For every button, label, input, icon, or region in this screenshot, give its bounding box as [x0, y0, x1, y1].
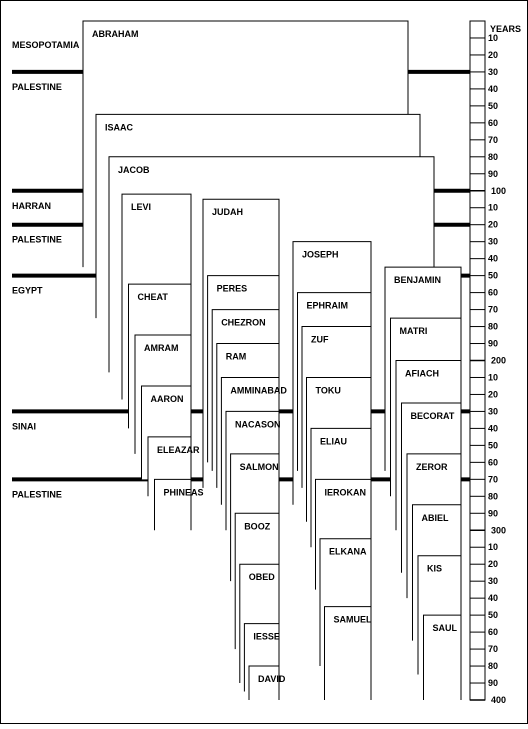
axis-tick-label: 70 — [488, 644, 498, 654]
axis-tick-label: 70 — [488, 305, 498, 315]
axis-tick-label: 70 — [488, 135, 498, 145]
person-name-salmon: SALMON — [240, 462, 279, 472]
person-name-kis: KIS — [427, 564, 442, 574]
axis-tick-label: 60 — [488, 118, 498, 128]
person-name-zuf: ZUF — [311, 335, 329, 345]
person-name-abiel: ABIEL — [422, 513, 450, 523]
person-name-judah: JUDAH — [212, 207, 243, 217]
lifespan-bar-saul — [423, 614, 462, 700]
person-name-cheat: CHEAT — [138, 292, 169, 302]
axis-tick-label: 40 — [488, 423, 498, 433]
axis-tick-label: 80 — [488, 491, 498, 501]
person-name-obed: OBED — [249, 572, 276, 582]
axis-tick-label: 60 — [488, 288, 498, 298]
person-name-booz: BOOZ — [244, 521, 271, 531]
axis-tick-label: 200 — [491, 356, 506, 366]
person-name-levi: LEVI — [131, 202, 151, 212]
place-label: MESOPOTAMIA — [12, 40, 80, 50]
person-name-iesse: IESSE — [253, 632, 280, 642]
axis-tick-label: 90 — [488, 339, 498, 349]
person-name-nacason: NACASON — [235, 419, 281, 429]
axis-tick-label: 10 — [488, 372, 498, 382]
person-name-jacob: JACOB — [118, 165, 150, 175]
axis-tick-label: 40 — [488, 84, 498, 94]
lifespan-bar-samuel — [324, 606, 372, 700]
axis-tick-label: 100 — [491, 186, 506, 196]
place-label: EGYPT — [12, 286, 43, 296]
person-name-david: DAVID — [258, 674, 286, 684]
place-label: PALESTINE — [12, 235, 62, 245]
axis-tick-label: 70 — [488, 474, 498, 484]
person-name-eleazar: ELEAZAR — [157, 445, 200, 455]
person-name-zeror: ZEROR — [416, 462, 448, 472]
person-name-amram: AMRAM — [144, 343, 179, 353]
person-name-isaac: ISAAC — [105, 122, 134, 132]
person-name-toku: TOKU — [316, 385, 341, 395]
person-name-samuel: SAMUEL — [334, 615, 373, 625]
axis-tick-label: 80 — [488, 322, 498, 332]
axis-tick-label: 40 — [488, 254, 498, 264]
axis-tick-label: 50 — [488, 271, 498, 281]
axis-tick-label: 60 — [488, 627, 498, 637]
axis-tick-label: 300 — [491, 525, 506, 535]
axis-tick-label: 40 — [488, 593, 498, 603]
axis-tick-label: 10 — [488, 203, 498, 213]
person-name-joseph: JOSEPH — [302, 250, 339, 260]
axis-tick-label: 30 — [488, 576, 498, 586]
axis-tick-label: 10 — [488, 542, 498, 552]
lifespan-bar-phineas — [154, 478, 192, 531]
axis-tick-label: 30 — [488, 406, 498, 416]
person-name-eliau: ELIAU — [320, 436, 347, 446]
axis-tick-label: 90 — [488, 678, 498, 688]
place-label: PALESTINE — [12, 489, 62, 499]
axis-tick-label: 50 — [488, 610, 498, 620]
axis-tick-label: 20 — [488, 389, 498, 399]
axis-tick-label: 30 — [488, 237, 498, 247]
person-name-ephraim: EPHRAIM — [307, 301, 349, 311]
axis-tick-label: 90 — [488, 169, 498, 179]
axis-tick-label: 90 — [488, 508, 498, 518]
person-name-phineas: PHINEAS — [164, 487, 204, 497]
axis-tick-label: 50 — [488, 440, 498, 450]
axis-tick-label: 400 — [491, 695, 506, 705]
person-name-peres: PERES — [217, 284, 248, 294]
axis-tick-label: 80 — [488, 661, 498, 671]
person-name-aaron: AARON — [151, 394, 184, 404]
person-name-benjamin: BENJAMIN — [394, 275, 441, 285]
axis-tick-label: 60 — [488, 457, 498, 467]
lifespan-bar-david — [248, 665, 280, 700]
person-name-saul: SAUL — [433, 623, 458, 633]
axis-tick-label: 50 — [488, 101, 498, 111]
axis-tick-label: 10 — [488, 33, 498, 43]
person-name-chezron: CHEZRON — [221, 318, 266, 328]
place-label: HARRAN — [12, 201, 51, 211]
person-name-matri: MATRI — [400, 326, 428, 336]
person-name-afiach: AFIACH — [405, 369, 439, 379]
person-name-ram: RAM — [226, 352, 247, 362]
axis-unit-label: YEARS — [490, 24, 521, 34]
place-label: SINAI — [12, 421, 36, 431]
axis-tick-label: 20 — [488, 220, 498, 230]
person-name-amminabad: AMMINABAD — [230, 385, 287, 395]
person-name-abraham: ABRAHAM — [92, 29, 139, 39]
axis-tick-label: 20 — [488, 50, 498, 60]
axis-tick-label: 30 — [488, 67, 498, 77]
place-label: PALESTINE — [12, 82, 62, 92]
person-name-ierokan: IEROKAN — [325, 487, 367, 497]
axis-tick-label: 80 — [488, 152, 498, 162]
axis-tick-label: 20 — [488, 559, 498, 569]
person-name-elkana: ELKANA — [329, 547, 367, 557]
person-name-becorat: BECORAT — [411, 411, 455, 421]
